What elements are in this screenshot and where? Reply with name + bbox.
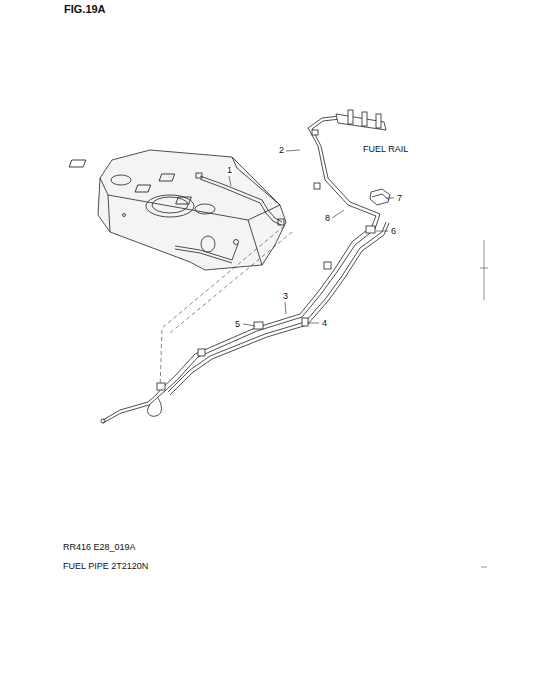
connection-line <box>160 226 292 390</box>
page-margin-marks <box>480 240 488 567</box>
fuel-rail <box>336 110 386 130</box>
leader-lines <box>229 150 394 326</box>
part-label: FUEL RAIL <box>362 145 409 154</box>
callout-number: 7 <box>396 194 403 203</box>
callout-number: 2 <box>278 146 285 155</box>
caption-text: FUEL PIPE 2T2120N <box>62 562 149 571</box>
clip-7 <box>370 189 390 205</box>
figure-title: FIG.19A <box>64 4 106 15</box>
callout-number: 8 <box>324 214 331 223</box>
callout-number: 6 <box>390 227 397 236</box>
callout-number: 5 <box>234 320 241 329</box>
callout-number: 3 <box>282 292 289 301</box>
fuel-feed-pipe <box>175 173 284 263</box>
callout-number: 1 <box>226 166 233 175</box>
main-fuel-pipe <box>101 116 389 423</box>
callout-number: 4 <box>321 319 328 328</box>
fuel-tank <box>69 150 286 270</box>
pipe-clips <box>157 130 375 390</box>
drawing-code: RR416 E28_019A <box>62 543 137 552</box>
